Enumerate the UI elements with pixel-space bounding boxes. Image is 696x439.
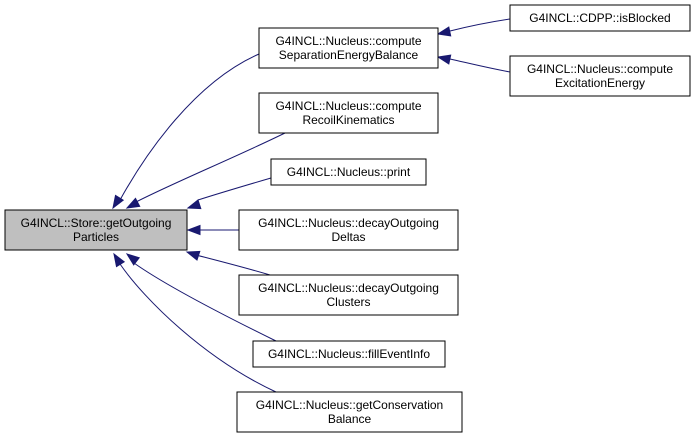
node-box	[258, 27, 439, 69]
edge-nucleus-decay-clusters-to-store-get-outgoing	[185, 250, 271, 276]
node-label-line: Particles	[73, 230, 119, 244]
node-box	[238, 274, 459, 316]
node-box	[252, 340, 446, 368]
arrowhead	[113, 252, 126, 268]
node-box	[509, 4, 691, 32]
node-box	[236, 391, 463, 433]
edge-nucleus-decay-deltas-to-store-get-outgoing	[186, 224, 239, 236]
node-label-line: G4INCL::Nucleus::getConservation	[256, 398, 443, 412]
edge-line	[133, 262, 277, 342]
edge-line	[195, 254, 271, 276]
edge-line	[119, 263, 277, 393]
edge-line	[449, 18, 511, 32]
edge-line	[119, 53, 260, 201]
edge-nucleus-print-to-store-get-outgoing	[186, 177, 272, 210]
node-label-line: G4INCL::Nucleus::decayOutgoing	[258, 216, 439, 230]
edge-line	[135, 132, 286, 203]
node-label-line: G4INCL::Nucleus::compute	[527, 62, 673, 76]
node-label-line: G4INCL::Nucleus::fillEventInfo	[268, 347, 430, 361]
edge-line	[197, 177, 272, 201]
node-label-line: G4INCL::Nucleus::compute	[275, 34, 421, 48]
node-box	[270, 158, 427, 186]
arrowhead	[436, 26, 452, 37]
edge-nucleus-compute-exc-to-nucleus-compute-sep	[436, 54, 511, 73]
edge-nucleus-fill-event-to-store-get-outgoing	[125, 253, 277, 342]
node-box	[238, 209, 459, 251]
arrowhead	[186, 199, 202, 210]
edge-nucleus-get-conservation-to-store-get-outgoing	[113, 252, 277, 393]
node-label-line: ExcitationEnergy	[555, 76, 645, 90]
node-label-line: RecoilKinematics	[302, 113, 394, 127]
arrowhead	[125, 253, 141, 266]
arrowhead	[125, 197, 141, 209]
node-nucleus-compute-sep[interactable]: G4INCL::Nucleus::computeSeparationEnergy…	[258, 27, 439, 69]
edge-line	[449, 58, 511, 73]
node-label-line: SeparationEnergyBalance	[279, 48, 419, 62]
node-box	[509, 55, 691, 97]
node-box	[4, 209, 188, 251]
node-label-line: G4INCL::Nucleus::compute	[275, 99, 421, 113]
node-label-line: G4INCL::Nucleus::decayOutgoing	[258, 281, 439, 295]
node-nucleus-print[interactable]: G4INCL::Nucleus::print	[270, 158, 427, 186]
node-label-line: Deltas	[331, 230, 365, 244]
node-label-line: G4INCL::CDPP::isBlocked	[529, 11, 670, 25]
node-nucleus-fill-event[interactable]: G4INCL::Nucleus::fillEventInfo	[252, 340, 446, 368]
node-label-line: Balance	[328, 412, 372, 426]
edge-nucleus-compute-recoil-to-store-get-outgoing	[125, 132, 286, 209]
arrowhead	[186, 224, 201, 236]
node-box	[258, 92, 439, 134]
node-label-line: G4INCL::Nucleus::print	[287, 165, 411, 179]
edge-cdpp-is-blocked-to-nucleus-compute-sep	[436, 18, 511, 37]
arrowhead	[185, 250, 201, 261]
arrowhead	[436, 54, 452, 65]
node-label-line: G4INCL::Store::getOutgoing	[21, 216, 172, 230]
edge-nucleus-compute-sep-to-store-get-outgoing	[112, 53, 260, 210]
node-label-line: Clusters	[326, 295, 370, 309]
node-cdpp-is-blocked[interactable]: G4INCL::CDPP::isBlocked	[509, 4, 691, 32]
arrowhead	[112, 194, 125, 210]
